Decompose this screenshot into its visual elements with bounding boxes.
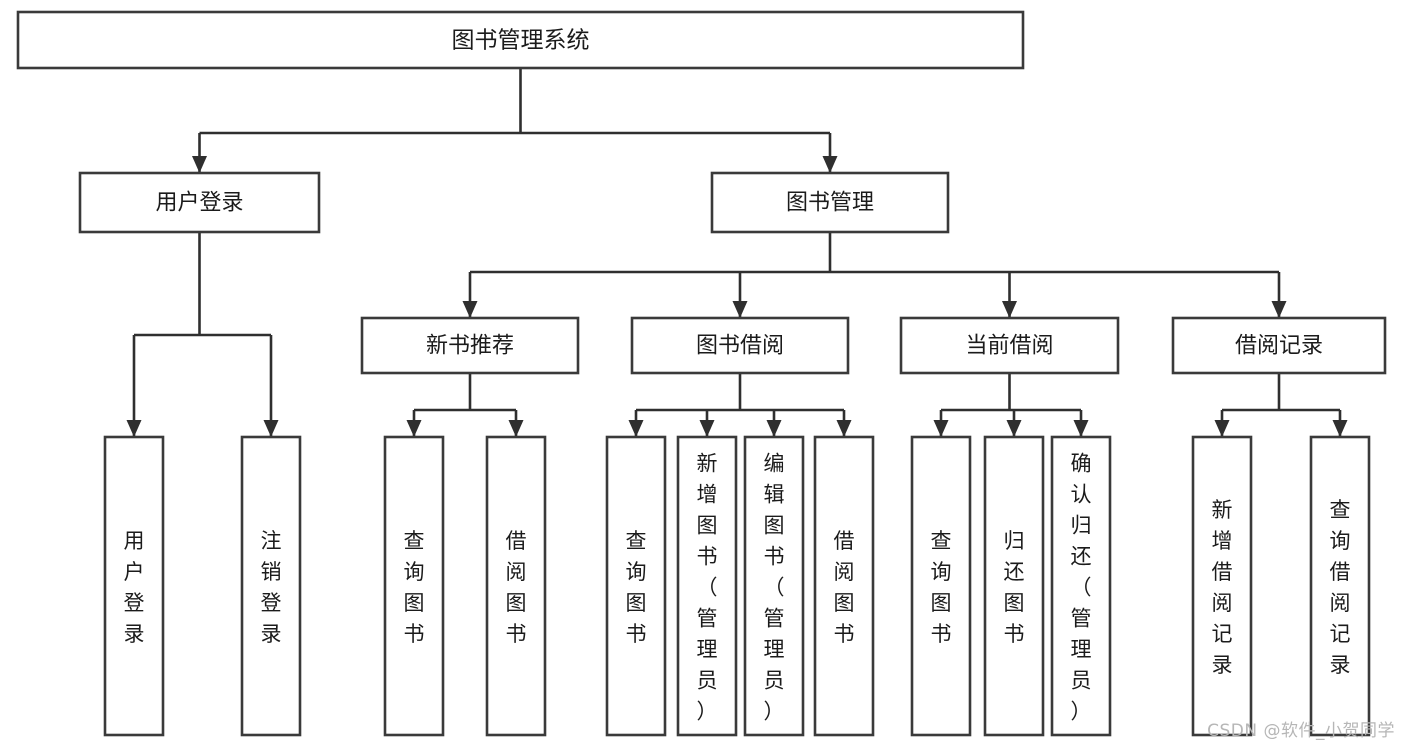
level3-box[interactable] — [899, 316, 1120, 375]
level3-box[interactable] — [1171, 316, 1387, 375]
leaf-node[interactable]: 编辑图书（管理员） — [743, 435, 805, 737]
arrow-head-icon — [1073, 420, 1089, 437]
leaf-label: 查询图书 — [404, 529, 425, 646]
arrow-head-icon — [126, 420, 142, 437]
leaf-label: 用户登录 — [124, 529, 145, 646]
arrow-head-icon — [263, 420, 279, 437]
leaf-box[interactable] — [103, 435, 165, 737]
arrow-head-icon — [822, 156, 838, 173]
leaf-box[interactable] — [1309, 435, 1371, 737]
leaf-node[interactable]: 查询借阅记录 — [1309, 435, 1371, 737]
leaf-box[interactable] — [1050, 435, 1112, 737]
arrow-head-icon — [406, 420, 422, 437]
arrow-head-icon — [628, 420, 644, 437]
leaf-box[interactable] — [383, 435, 445, 737]
leaf-node[interactable]: 新增图书（管理员） — [676, 435, 738, 737]
arrow-head-icon — [836, 420, 852, 437]
leaf-label: 查询图书 — [626, 529, 647, 646]
arrow-head-icon — [1006, 420, 1022, 437]
leaf-box[interactable] — [910, 435, 972, 737]
leaf-node[interactable]: 确认归还（管理员） — [1050, 435, 1112, 737]
leaf-box[interactable] — [743, 435, 805, 737]
leaf-node[interactable]: 查询图书 — [910, 435, 972, 737]
leaf-box[interactable] — [676, 435, 738, 737]
leaf-box[interactable] — [485, 435, 547, 737]
node-layer: 图书管理系统用户登录图书管理新书推荐图书借阅当前借阅借阅记录用户登录注销登录查询… — [16, 10, 1387, 737]
leaf-label: 归还图书 — [1004, 529, 1025, 646]
level3-node[interactable]: 图书借阅 — [630, 316, 850, 375]
leaf-box[interactable] — [240, 435, 302, 737]
arrow-head-icon — [462, 301, 478, 318]
leaf-label: 借阅图书 — [506, 529, 527, 646]
level2-node[interactable]: 用户登录 — [78, 171, 321, 234]
leaf-label: 确认归还（管理员） — [1071, 452, 1092, 724]
level3-box[interactable] — [630, 316, 850, 375]
arrow-head-icon — [1271, 301, 1287, 318]
leaf-box[interactable] — [813, 435, 875, 737]
arrow-head-icon — [933, 420, 949, 437]
level2-label: 用户登录 — [155, 191, 243, 216]
leaf-label: 注销登录 — [261, 529, 282, 646]
leaf-label: 查询图书 — [931, 529, 952, 646]
level3-label: 借阅记录 — [1235, 334, 1323, 359]
arrow-head-icon — [766, 420, 782, 437]
leaf-node[interactable]: 查询图书 — [605, 435, 667, 737]
level3-node[interactable]: 当前借阅 — [899, 316, 1120, 375]
leaf-node[interactable]: 查询图书 — [383, 435, 445, 737]
level2-label: 图书管理 — [786, 191, 874, 216]
leaf-label: 编辑图书（管理员） — [764, 452, 785, 724]
level2-box[interactable] — [78, 171, 321, 234]
arrow-head-icon — [1002, 301, 1017, 318]
level3-node[interactable]: 新书推荐 — [360, 316, 580, 375]
arrow-head-icon — [1332, 420, 1348, 437]
leaf-label: 借阅图书 — [834, 529, 855, 646]
arrow-head-icon — [192, 156, 207, 173]
leaf-label: 新增借阅记录 — [1212, 498, 1233, 677]
level3-label: 新书推荐 — [426, 334, 514, 359]
level3-box[interactable] — [360, 316, 580, 375]
arrow-head-icon — [1214, 420, 1230, 437]
leaf-node[interactable]: 新增借阅记录 — [1191, 435, 1253, 737]
level2-box[interactable] — [710, 171, 950, 234]
leaf-box[interactable] — [1191, 435, 1253, 737]
leaf-node[interactable]: 注销登录 — [240, 435, 302, 737]
leaf-label: 查询借阅记录 — [1330, 498, 1351, 677]
level2-node[interactable]: 图书管理 — [710, 171, 950, 234]
root-label: 图书管理系统 — [452, 28, 590, 54]
leaf-node[interactable]: 用户登录 — [103, 435, 165, 737]
arrow-head-icon — [699, 420, 715, 437]
leaf-node[interactable]: 借阅图书 — [485, 435, 547, 737]
leaf-node[interactable]: 归还图书 — [983, 435, 1045, 737]
leaf-label: 新增图书（管理员） — [697, 452, 718, 724]
level3-node[interactable]: 借阅记录 — [1171, 316, 1387, 375]
leaf-node[interactable]: 借阅图书 — [813, 435, 875, 737]
arrow-head-icon — [508, 420, 524, 437]
root-node[interactable]: 图书管理系统 — [16, 10, 1025, 70]
arrow-head-icon — [732, 301, 748, 318]
level3-label: 图书借阅 — [696, 334, 784, 359]
connector-layer — [126, 68, 1348, 437]
level3-label: 当前借阅 — [965, 334, 1053, 359]
leaf-box[interactable] — [605, 435, 667, 737]
root-box[interactable] — [16, 10, 1025, 70]
leaf-box[interactable] — [983, 435, 1045, 737]
